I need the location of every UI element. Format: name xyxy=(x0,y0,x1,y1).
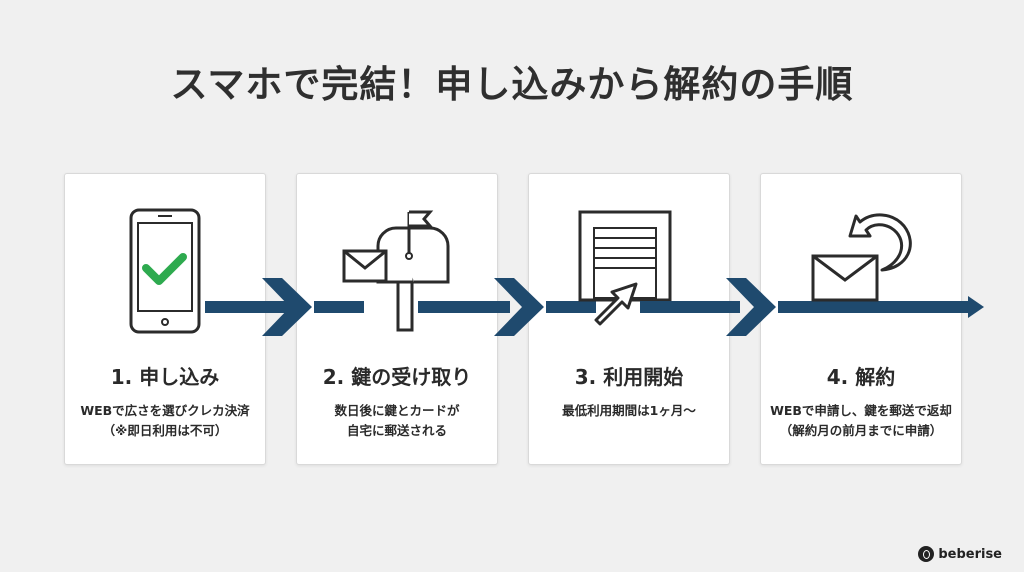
step-desc-line: 最低利用期間は1ヶ月〜 xyxy=(562,403,696,418)
step-card-4: 4. 解約 WEBで申請し、鍵を郵送で返却 （解約月の前月までに申請） xyxy=(760,173,962,465)
step-description: 数日後に鍵とカードが 自宅に郵送される xyxy=(297,401,497,441)
step-desc-line: 自宅に郵送される xyxy=(346,423,447,438)
step-title: 4. 解約 xyxy=(826,365,896,389)
step-desc-line: （※即日利用は不可） xyxy=(102,423,228,438)
step-card-2: 2. 鍵の受け取り 数日後に鍵とカードが 自宅に郵送される xyxy=(296,173,498,465)
step-description: WEBで広さを選びクレカ決済 （※即日利用は不可） xyxy=(65,401,265,441)
step-title: 1. 申し込み xyxy=(110,365,220,389)
brand-logo-icon xyxy=(918,546,935,562)
step-desc-line: WEBで広さを選びクレカ決済 xyxy=(80,403,250,418)
brand-logo: beberise xyxy=(918,546,1002,562)
step-desc-line: WEBで申請し、鍵を郵送で返却 xyxy=(770,403,952,418)
step-card-1: 1. 申し込み WEBで広さを選びクレカ決済 （※即日利用は不可） xyxy=(64,173,266,465)
step-description: 最低利用期間は1ヶ月〜 xyxy=(529,401,729,421)
step-title: 2. 鍵の受け取り xyxy=(322,365,472,389)
step-card-3: 3. 利用開始 最低利用期間は1ヶ月〜 xyxy=(528,173,730,465)
step-desc-line: （解約月の前月までに申請） xyxy=(779,423,943,438)
step-description: WEBで申請し、鍵を郵送で返却 （解約月の前月までに申請） xyxy=(761,401,961,441)
page-title: スマホで完結！申し込みから解約の手順 xyxy=(170,63,854,106)
step-title: 3. 利用開始 xyxy=(574,365,684,389)
step-desc-line: 数日後に鍵とカードが xyxy=(334,403,460,418)
brand-logo-text: beberise xyxy=(938,546,1002,562)
